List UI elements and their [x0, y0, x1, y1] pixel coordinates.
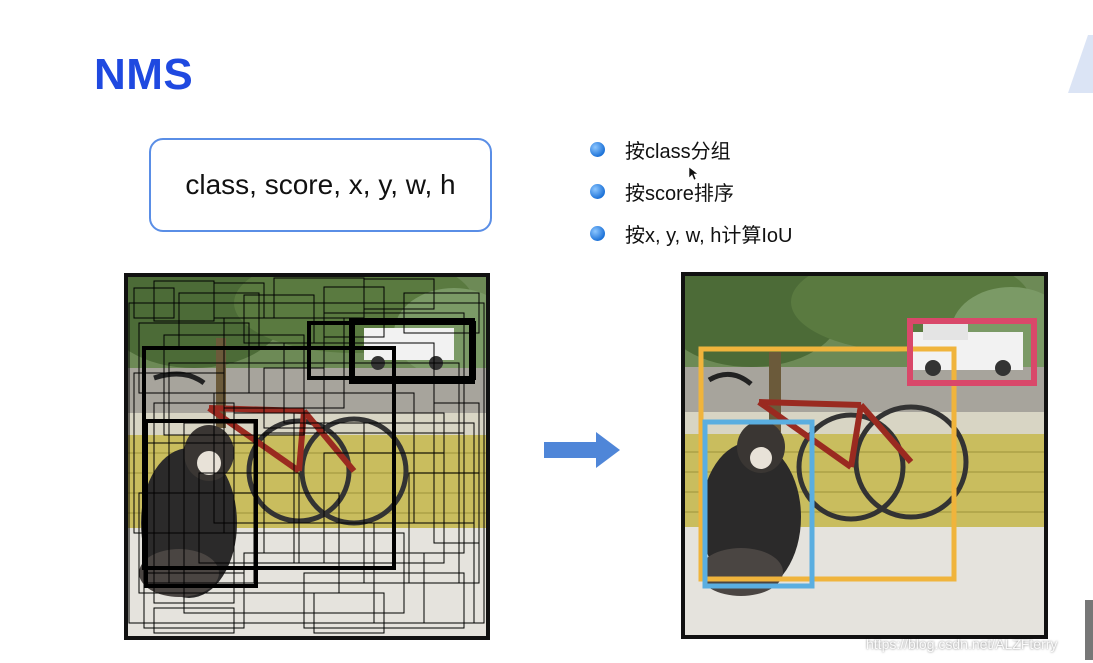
- step-text: 按score排序: [625, 182, 734, 205]
- car-box: [907, 318, 1037, 386]
- bicycle-box: [698, 346, 957, 582]
- mouse-cursor-icon: [689, 167, 699, 181]
- slide-title: NMS: [94, 50, 194, 99]
- watermark-text: https://blog.csdn.net/ALZFterry: [866, 636, 1058, 652]
- detection-fields-box: class, score, x, y, w, h: [149, 138, 492, 232]
- photo-scene: [685, 276, 1044, 635]
- step-list: 按class分组 按score排序 按x, y, w, h计算IoU: [590, 128, 792, 254]
- right-arrow-icon: [544, 432, 620, 468]
- image-after-nms: [681, 272, 1048, 639]
- step-item-group-by-class: 按class分组: [590, 128, 792, 170]
- step-text: 按class分组: [625, 140, 731, 163]
- bullet-dot-icon: [590, 141, 605, 157]
- step-item-sort-by-score: 按score排序: [590, 170, 792, 212]
- step-text: 按x, y, w, h计算IoU: [625, 224, 793, 247]
- image-before-nms: [124, 273, 490, 640]
- edge-tab: [1085, 600, 1093, 660]
- detection-fields-text: class, score, x, y, w, h: [185, 169, 456, 200]
- bullet-dot-icon: [590, 225, 605, 241]
- corner-decoration: [1068, 35, 1093, 93]
- dog-box: [702, 419, 815, 589]
- highlighted-boxes: [142, 321, 476, 588]
- bullet-dot-icon: [590, 183, 605, 199]
- highlighted-car-boxes: [349, 318, 475, 384]
- step-item-compute-iou: 按x, y, w, h计算IoU: [590, 212, 792, 254]
